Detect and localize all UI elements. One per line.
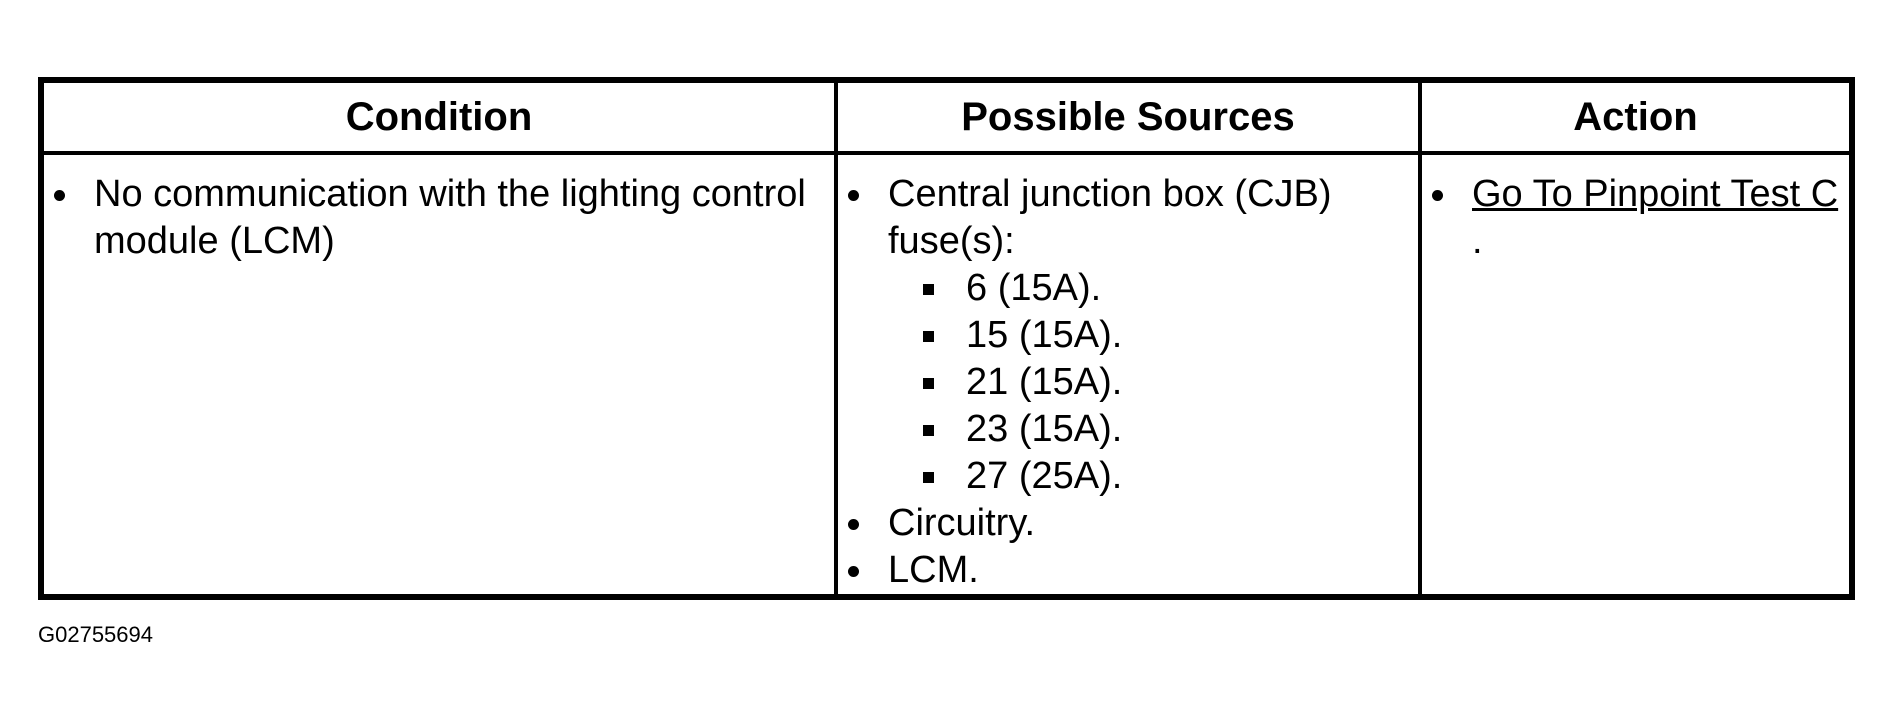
condition-list: No communication with the lighting contr… — [44, 171, 834, 265]
condition-cell: No communication with the lighting contr… — [39, 151, 838, 599]
figure-id: G02755694 — [38, 622, 153, 647]
list-item: No communication with the lighting contr… — [44, 171, 834, 265]
list-item: Central junction box (CJB) fuse(s): — [838, 171, 1418, 265]
fuse-list: 6 (15A). 15 (15A). 21 (15A). 23 (15A). 2… — [838, 265, 1418, 500]
table-row: No communication with the lighting contr… — [39, 151, 1854, 599]
fuse-item: 15 (15A). — [838, 312, 1418, 359]
pinpoint-test-c-link[interactable]: Go To Pinpoint Test C — [1472, 173, 1839, 215]
fuse-item: 27 (25A). — [838, 453, 1418, 500]
sources-list: Central junction box (CJB) fuse(s): 6 (1… — [838, 171, 1418, 594]
fuse-item: 23 (15A). — [838, 406, 1418, 453]
source-cjb-label: Central junction box (CJB) fuse(s): — [888, 173, 1332, 262]
symptom-chart-table: Condition Possible Sources Action No com… — [38, 77, 1855, 600]
action-list: Go To Pinpoint Test C . — [1422, 171, 1849, 265]
header-condition: Condition — [39, 78, 838, 155]
fuse-item: 6 (15A). — [838, 265, 1418, 312]
header-possible-sources: Possible Sources — [834, 78, 1422, 155]
list-item: Go To Pinpoint Test C . — [1422, 171, 1849, 265]
fuse-list-wrapper: 6 (15A). 15 (15A). 21 (15A). 23 (15A). 2… — [838, 265, 1418, 500]
fuse-item: 21 (15A). — [838, 359, 1418, 406]
action-suffix: . — [1472, 220, 1483, 262]
header-action: Action — [1418, 78, 1854, 155]
action-cell: Go To Pinpoint Test C . — [1418, 151, 1854, 599]
sources-cell: Central junction box (CJB) fuse(s): 6 (1… — [834, 151, 1422, 599]
list-item: LCM. — [838, 547, 1418, 594]
header-row: Condition Possible Sources Action — [39, 78, 1854, 155]
list-item: Circuitry. — [838, 500, 1418, 547]
